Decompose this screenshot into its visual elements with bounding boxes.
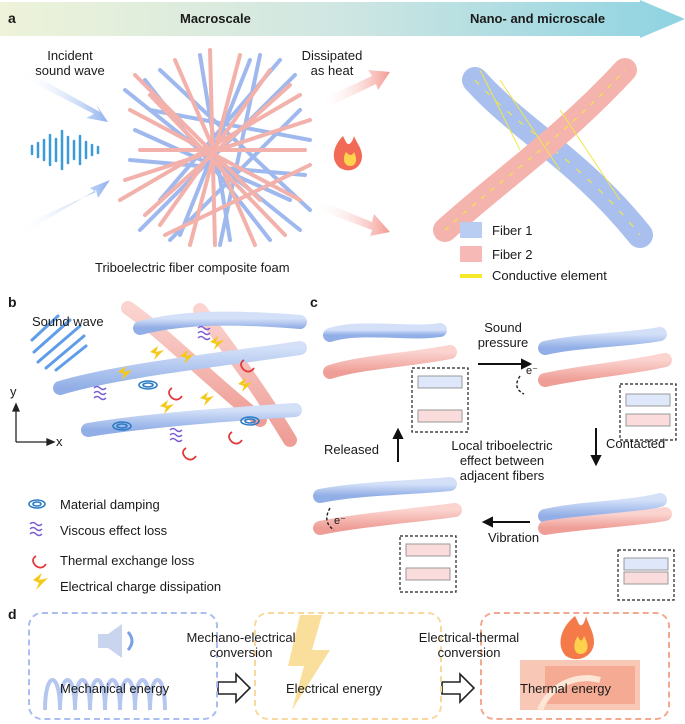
panel-b-lightning-icons (118, 336, 252, 414)
thermal-energy-label: Thermal energy (520, 681, 612, 696)
legend-conductive: Conductive element (460, 268, 607, 283)
axis-x-label: x (56, 434, 63, 449)
legend-electrical-label: Electrical charge dissipation (60, 579, 222, 594)
contacted-label: Contacted (606, 436, 666, 451)
electron-arcs (326, 375, 525, 531)
panel-b-viscous-icons (93, 325, 211, 443)
scale-right-label: Nano- and microscale (470, 11, 606, 26)
electrical-energy-label: Electrical energy (286, 681, 383, 696)
foam-caption: Triboelectric fiber composite foam (95, 260, 290, 275)
flame-icon (333, 136, 362, 171)
legend-swatch-fiber1 (460, 222, 482, 238)
panel-a-letter: a (8, 10, 16, 26)
panel-b-thermal-icons (168, 359, 255, 461)
fiber-foam (118, 48, 312, 247)
dissipated-label: Dissipated as heat (301, 48, 363, 78)
mechanical-energy-label: Mechanical energy (60, 681, 170, 696)
panel-b-letter: b (8, 294, 17, 310)
scale-left-label: Macroscale (180, 11, 251, 26)
damping-icon (28, 499, 46, 509)
incident-arrow-top (20, 70, 108, 122)
scale-banner (0, 0, 685, 38)
heat-arrow-bottom (314, 200, 390, 236)
legend-fiber1: Fiber 1 (460, 222, 532, 238)
axis-y-label: y (10, 384, 17, 399)
conv2-label: Electrical-thermal conversion (418, 630, 520, 660)
lightning-icon (33, 573, 48, 590)
conv1-label: Mechano-electrical conversion (186, 630, 296, 660)
crossed-fibers-nano (433, 58, 653, 248)
incident-label: Incident sound wave (35, 48, 105, 78)
incident-arrow-bottom (20, 180, 110, 232)
waveform-icon (30, 129, 100, 171)
heat-arrow-top (320, 70, 390, 108)
legend-swatch-fiber2 (460, 246, 482, 262)
electrical-lightning-icon (288, 615, 330, 710)
thermal-flame-icon (560, 616, 594, 660)
electron-label-top: e⁻ (526, 365, 538, 377)
panel-b-soundwave (30, 314, 88, 372)
electron-label-bottom: e⁻ (334, 515, 346, 527)
sound-wave-label: Sound wave (32, 314, 104, 329)
panel-d-letter: d (8, 606, 17, 622)
thermal-icon (32, 555, 47, 569)
legend-label-fiber2: Fiber 2 (492, 246, 533, 262)
mechanical-box (28, 612, 218, 720)
vibration-label: Vibration (488, 530, 540, 545)
legend-damping-label: Material damping (60, 497, 160, 512)
viscous-icon (29, 521, 43, 537)
released-label: Released (324, 442, 379, 457)
legend-thermal-label: Thermal exchange loss (60, 553, 195, 568)
legend-fiber2: Fiber 2 (460, 246, 532, 262)
panel-c-arrows (392, 358, 602, 528)
spring-icon (43, 678, 167, 711)
speaker-icon (98, 624, 134, 658)
panel-c-letter: c (310, 294, 318, 310)
legend-viscous-label: Viscous effect loss (60, 523, 168, 538)
legend-label-fiber1: Fiber 1 (492, 222, 533, 238)
panel-c-insets (399, 367, 677, 601)
electrical-box (254, 612, 442, 720)
legend-label-conductive: Conductive element (492, 268, 607, 283)
panel-b-damping-icons (112, 380, 260, 431)
sound-pressure-label: Sound pressure (477, 320, 529, 350)
panel-d-arrows (217, 672, 476, 704)
legend-swatch-conductive (460, 273, 482, 278)
axis-icon (12, 402, 56, 446)
thermal-box (480, 612, 670, 720)
triboelectric-note: Local triboelectric effect between adjac… (451, 438, 553, 483)
thermal-block-icon (520, 660, 640, 712)
panel-c-fibers (313, 323, 672, 535)
